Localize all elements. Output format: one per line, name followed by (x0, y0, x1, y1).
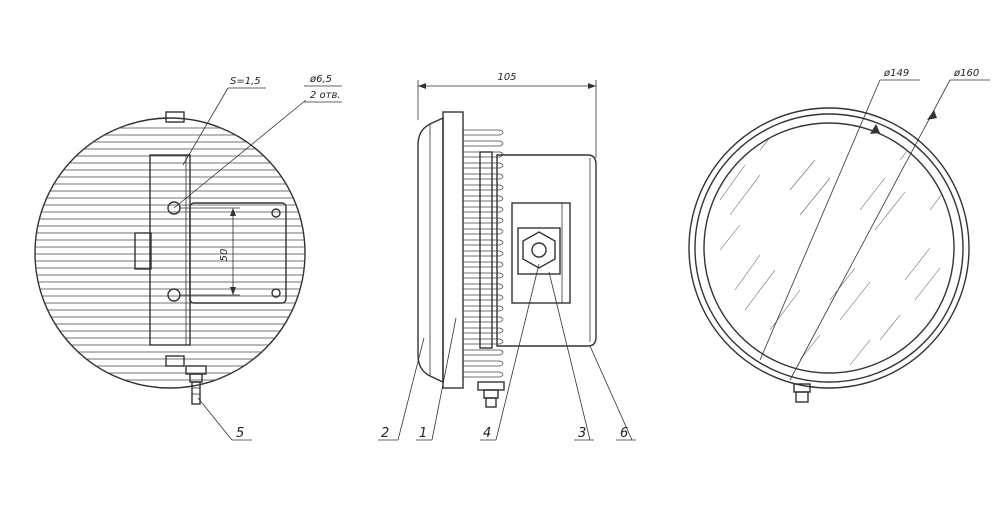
glass-hatch-line (744, 269, 776, 311)
side-fin (463, 338, 504, 345)
bolt (191, 381, 201, 405)
side-fin (463, 316, 504, 323)
label-part-4: 4 (483, 426, 491, 441)
glass-hatch-line (789, 159, 816, 191)
glass-hatch-line (904, 247, 931, 281)
bottom-lug (165, 355, 185, 367)
dim-length: 105 (497, 72, 516, 83)
side-fin (463, 360, 504, 367)
side-fin (463, 217, 504, 224)
side-fin (463, 195, 504, 202)
side-fin (463, 371, 504, 378)
top-lug (165, 111, 185, 123)
glass-hatch-line (719, 164, 746, 201)
front-lens (417, 116, 444, 384)
glass-hatch-line (849, 339, 871, 366)
front-view: ø149 ø160 (688, 68, 990, 403)
outer-rim (688, 107, 970, 389)
callout-hole-count: 2 отв. (310, 90, 341, 101)
side-fins (463, 129, 504, 378)
mounting-hole-lower (167, 288, 181, 302)
side-fin (463, 239, 504, 246)
heatsink-fins (35, 127, 305, 381)
glass-hatch-line (769, 289, 801, 331)
side-fin (463, 129, 504, 136)
mounting-bracket (149, 154, 191, 346)
label-part-6: 6 (620, 426, 628, 441)
cable-gland (531, 242, 547, 258)
label-part-1: 1 (419, 426, 427, 441)
side-fin (463, 250, 504, 257)
rear-view: 50 5 S=1,5 ø6,5 2 отв. (34, 74, 342, 441)
side-fin (463, 294, 504, 301)
dim-hole-spacing: 50 (219, 249, 230, 262)
glass-hatch-line (729, 174, 761, 216)
label-part-3: 3 (578, 426, 586, 441)
leader-inner-diameter (759, 79, 881, 361)
glass-hatch-line (914, 267, 941, 301)
front-bolt (795, 391, 809, 403)
callout-thickness: S=1,5 (230, 76, 261, 87)
glass-hatching (719, 124, 946, 366)
box-screw-top (271, 208, 281, 218)
glass-hatch-line (879, 314, 901, 341)
dim-inner-diameter: ø149 (883, 68, 909, 79)
rim-inner-edge (694, 113, 964, 383)
housing-outline (34, 117, 306, 389)
label-part-2: 2 (381, 426, 389, 441)
side-bracket (479, 151, 493, 349)
glass-hatch-line (874, 191, 906, 231)
glass-hatch-line (839, 281, 871, 321)
junction-box-side (496, 154, 597, 347)
leader-outer-diameter (789, 79, 951, 381)
glass-hatch-line (859, 177, 886, 211)
glass-hatch-line (799, 177, 831, 216)
side-fin (463, 184, 504, 191)
side-fin (463, 349, 504, 356)
side-fin (463, 173, 504, 180)
lens (703, 122, 955, 374)
glass-hatch-line (719, 224, 741, 251)
side-bolt (485, 397, 497, 408)
side-fin (463, 272, 504, 279)
side-fin (463, 140, 504, 147)
glass-hatch-line (929, 189, 946, 211)
glass-hatch-line (734, 254, 761, 291)
side-fin (463, 283, 504, 290)
cable-gland-nut (522, 231, 556, 269)
side-fin (463, 305, 504, 312)
gland-plate (511, 202, 571, 304)
side-fin (463, 261, 504, 268)
side-fin (463, 206, 504, 213)
side-view: 105 2 1 4 3 6 (378, 72, 636, 441)
junction-box (189, 202, 287, 304)
dim-outer-diameter: ø160 (953, 68, 979, 79)
glass-hatch-line (829, 267, 856, 301)
callout-hole-diameter: ø6,5 (309, 74, 332, 85)
side-fin (463, 327, 504, 334)
side-fin (463, 162, 504, 169)
box-screw-bottom (271, 288, 281, 298)
label-part-5: 5 (236, 426, 244, 441)
housing-body (442, 111, 464, 389)
bracket-tab (134, 232, 152, 270)
side-fin (463, 228, 504, 235)
